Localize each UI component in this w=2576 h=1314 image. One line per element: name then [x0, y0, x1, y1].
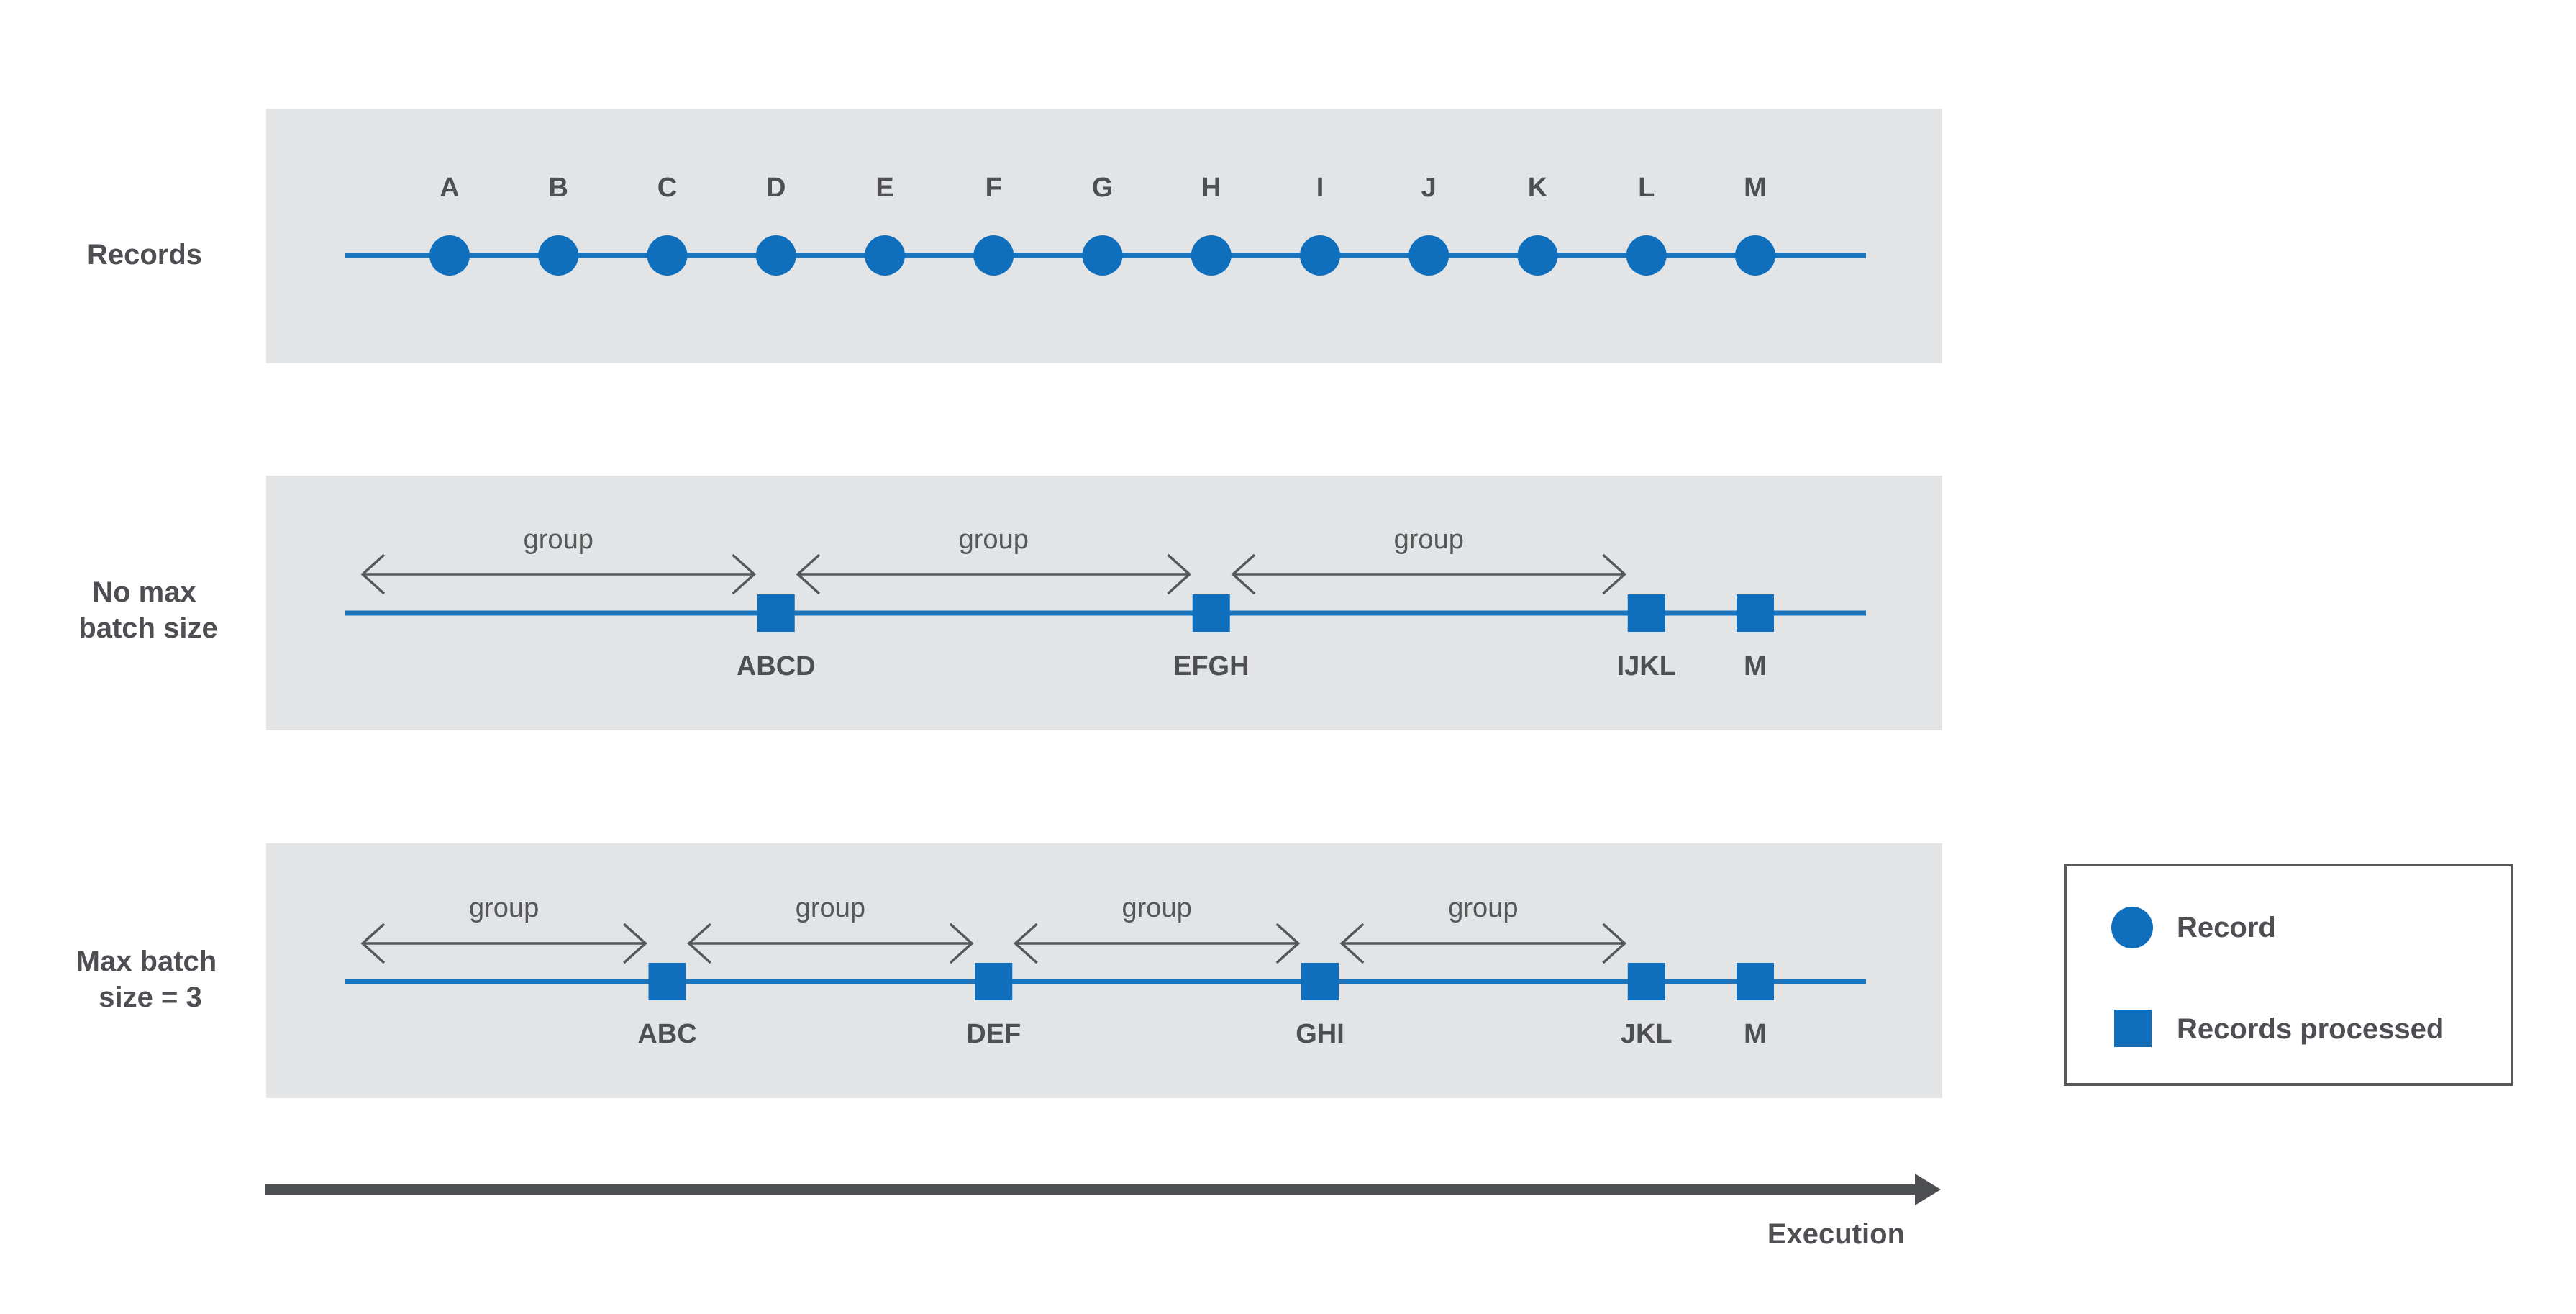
- record-label: A: [440, 173, 459, 203]
- no-max-row: No max batch size group group group ABCD EF…: [78, 476, 1942, 730]
- batch-label: JKL: [1621, 1019, 1672, 1049]
- group-label: group: [796, 893, 865, 923]
- batch-marker: [1192, 594, 1230, 632]
- batch-marker: [1737, 594, 1774, 632]
- legend-record-icon: [2111, 907, 2153, 948]
- batch-marker: [975, 963, 1013, 1000]
- legend-box: [2064, 864, 2513, 1086]
- group-arrow-right-head: [1167, 553, 1192, 595]
- no-max-row-label: No max batch size: [78, 576, 217, 644]
- legend-processed-label: Records processed: [2177, 1013, 2444, 1045]
- record-marker: [429, 235, 470, 276]
- batch-label: GHI: [1296, 1019, 1344, 1049]
- group-arrow: group: [1339, 893, 1627, 964]
- group-arrow-left-head: [796, 553, 821, 595]
- record-label: I: [1316, 173, 1324, 203]
- batch-label: EFGH: [1173, 651, 1250, 681]
- record-marker: [538, 235, 579, 276]
- batch-marker: [1627, 963, 1665, 1000]
- group-arrow: group: [360, 893, 647, 964]
- group-label: group: [959, 525, 1029, 555]
- group-arrow: group: [796, 525, 1192, 595]
- max3-batches: ABC DEF GHI JKL M: [637, 963, 1774, 1049]
- record-label: M: [1744, 173, 1767, 203]
- records-row-label: Records: [87, 239, 202, 271]
- records-row: Records A B C D E F G H I J K L M: [87, 109, 1942, 363]
- record-label: L: [1638, 173, 1655, 203]
- legend: Record Records processed: [2064, 864, 2513, 1086]
- no-max-groups: group group group: [360, 525, 1627, 595]
- record-marker: [1735, 235, 1775, 276]
- legend-processed-icon: [2114, 1010, 2152, 1047]
- group-arrow: group: [1231, 525, 1627, 595]
- no-max-panel: [266, 476, 1942, 730]
- record-marker: [973, 235, 1014, 276]
- max3-groups: group group group group: [360, 893, 1627, 964]
- group-label: group: [524, 525, 593, 555]
- record-label: G: [1092, 173, 1114, 203]
- group-arrow-right-head: [1602, 923, 1627, 964]
- record-marker: [1626, 235, 1667, 276]
- record-marker: [1517, 235, 1558, 276]
- batch-marker: [1627, 594, 1665, 632]
- record-marker: [755, 235, 796, 276]
- group-arrow-right-head: [1275, 923, 1301, 964]
- batch-label: M: [1744, 1019, 1767, 1049]
- record-label: E: [875, 173, 893, 203]
- record-marker: [1408, 235, 1449, 276]
- execution-axis-label: Execution: [1767, 1218, 1905, 1250]
- record-marker: [865, 235, 905, 276]
- execution-axis-arrowhead: [1915, 1174, 1941, 1205]
- record-label: K: [1528, 173, 1548, 203]
- group-arrow-right-head: [1602, 553, 1627, 595]
- group-arrow: group: [687, 893, 974, 964]
- record-marker: [1191, 235, 1232, 276]
- group-arrow-left-head: [360, 923, 386, 964]
- record-label: F: [986, 173, 1002, 203]
- no-max-batches: ABCD EFGH IJKL M: [737, 594, 1774, 681]
- record-label: B: [549, 173, 568, 203]
- records-items: A B C D E F G H I J K L M: [429, 173, 1775, 276]
- max3-panel: [266, 843, 1942, 1098]
- batch-marker: [1301, 963, 1339, 1000]
- execution-axis: Execution: [265, 1174, 1941, 1250]
- group-arrow-right-head: [732, 553, 757, 595]
- record-label: C: [657, 173, 677, 203]
- group-arrow-left-head: [1013, 923, 1038, 964]
- legend-record-label: Record: [2177, 912, 2276, 943]
- batch-marker: [757, 594, 795, 632]
- record-marker: [647, 235, 688, 276]
- batch-label: M: [1744, 651, 1767, 681]
- group-label: group: [469, 893, 539, 923]
- batch-label: IJKL: [1617, 651, 1676, 681]
- group-label: group: [1394, 525, 1464, 555]
- group-arrow-left-head: [1231, 553, 1256, 595]
- record-label: J: [1421, 173, 1437, 203]
- batch-label: DEF: [966, 1019, 1021, 1049]
- record-marker: [1300, 235, 1340, 276]
- batch-marker: [1737, 963, 1774, 1000]
- group-label: group: [1122, 893, 1192, 923]
- group-arrow-left-head: [687, 923, 711, 964]
- group-arrow: group: [1013, 893, 1301, 964]
- batch-label: ABCD: [737, 651, 816, 681]
- group-arrow-left-head: [1339, 923, 1365, 964]
- batch-marker: [648, 963, 686, 1000]
- record-label: H: [1201, 173, 1221, 203]
- group-arrow-left-head: [360, 553, 386, 595]
- record-label: D: [766, 173, 786, 203]
- group-arrow: group: [360, 525, 757, 595]
- record-marker: [1082, 235, 1123, 276]
- group-arrow-right-head: [623, 923, 647, 964]
- max3-row-label: Max batch size = 3: [76, 946, 225, 1013]
- batch-label: ABC: [637, 1019, 696, 1049]
- group-arrow-right-head: [949, 923, 974, 964]
- group-label: group: [1448, 893, 1518, 923]
